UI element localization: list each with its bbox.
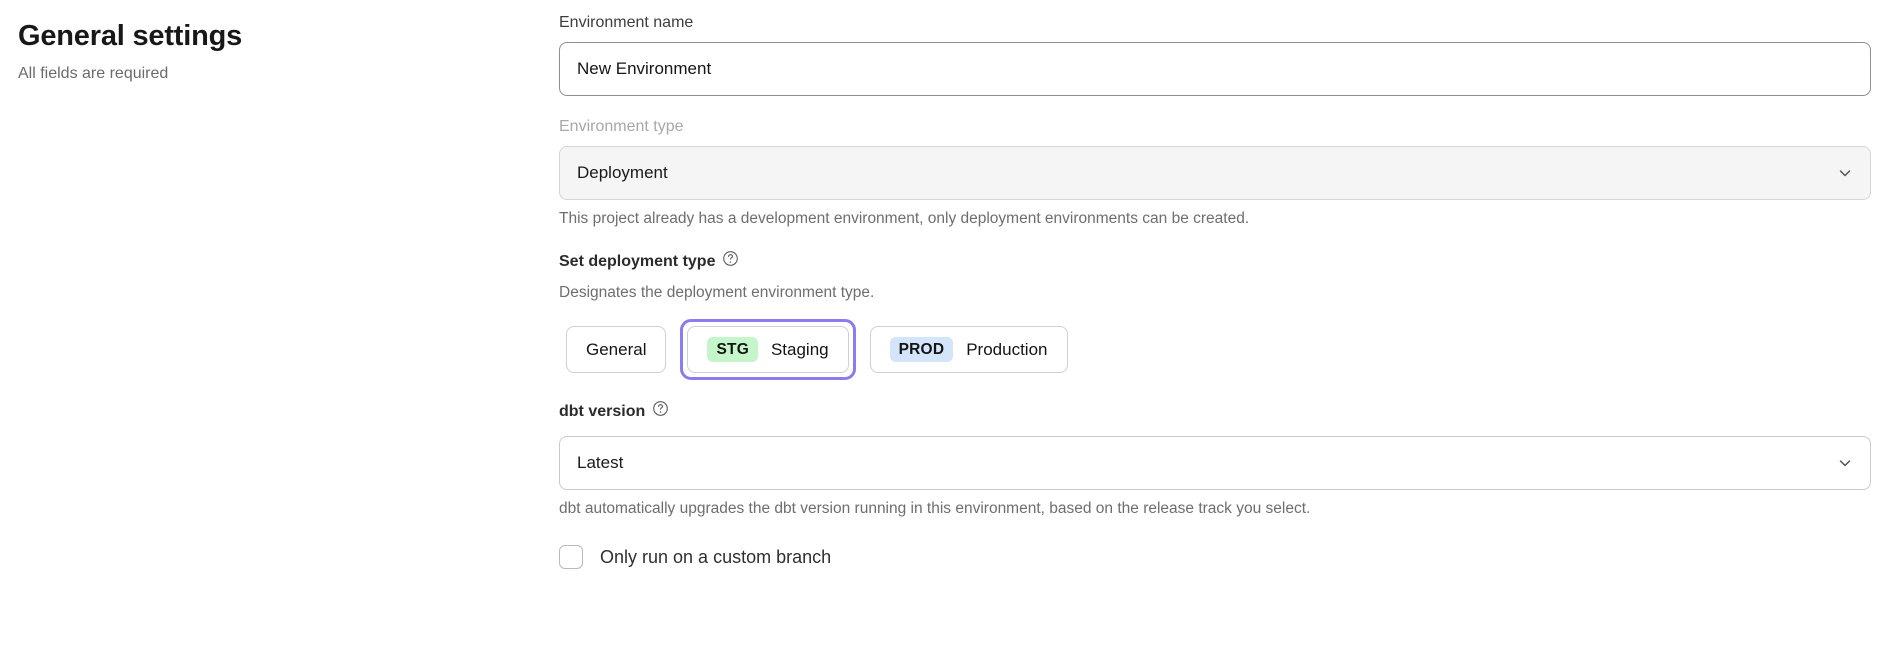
- deployment-type-field: Set deployment type Designates the deplo…: [559, 250, 1871, 380]
- page-subtitle: All fields are required: [18, 65, 169, 82]
- chevron-down-icon: [1837, 455, 1853, 471]
- deployment-option-general-label: General: [586, 339, 647, 359]
- staging-badge: STG: [707, 337, 758, 362]
- deployment-type-label-row: Set deployment type: [559, 250, 1871, 274]
- settings-form: Environment name Environment type Deploy…: [559, 12, 1871, 569]
- deployment-option-production-label: Production: [966, 339, 1048, 359]
- environment-type-value: Deployment: [577, 163, 668, 182]
- question-circle-icon[interactable]: [652, 400, 669, 424]
- deployment-option-production-wrap: PROD Production: [863, 319, 1075, 380]
- deployment-type-options: General STG Staging PROD Production: [559, 319, 1871, 380]
- deployment-option-staging[interactable]: STG Staging: [687, 326, 849, 373]
- custom-branch-row: Only run on a custom branch: [559, 545, 1871, 569]
- dbt-version-field: dbt version Latest dbt automatically upg…: [559, 400, 1871, 520]
- deployment-option-staging-wrap: STG Staging: [680, 319, 856, 380]
- environment-name-field: Environment name: [559, 12, 1871, 96]
- deployment-option-staging-label: Staging: [770, 339, 829, 359]
- deployment-option-general[interactable]: General: [566, 326, 667, 373]
- environment-name-input[interactable]: [559, 42, 1871, 96]
- deployment-type-helper: Designates the deployment environment ty…: [559, 284, 875, 301]
- environment-type-label: Environment type: [559, 118, 684, 135]
- custom-branch-label[interactable]: Only run on a custom branch: [600, 546, 832, 567]
- deployment-option-production[interactable]: PROD Production: [869, 326, 1068, 373]
- environment-type-helper: This project already has a development e…: [559, 210, 1250, 227]
- environment-type-field: Environment type Deployment This project…: [559, 116, 1871, 230]
- environment-type-select[interactable]: Deployment: [559, 146, 1871, 200]
- environment-name-label: Environment name: [559, 14, 694, 31]
- question-circle-icon[interactable]: [722, 250, 739, 274]
- dbt-version-select[interactable]: Latest: [559, 436, 1871, 490]
- chevron-down-icon: [1837, 165, 1853, 181]
- deployment-type-label: Set deployment type: [559, 253, 716, 270]
- page-title: General settings: [18, 20, 243, 52]
- dbt-version-label-row: dbt version: [559, 400, 1871, 424]
- settings-header: General settings All fields are required: [18, 18, 518, 85]
- dbt-version-label: dbt version: [559, 403, 646, 420]
- production-badge: PROD: [889, 337, 954, 362]
- deployment-option-general-wrap: General: [559, 319, 673, 380]
- dbt-version-value: Latest: [577, 453, 624, 472]
- custom-branch-checkbox[interactable]: [559, 545, 583, 569]
- dbt-version-helper: dbt automatically upgrades the dbt versi…: [559, 500, 1311, 517]
